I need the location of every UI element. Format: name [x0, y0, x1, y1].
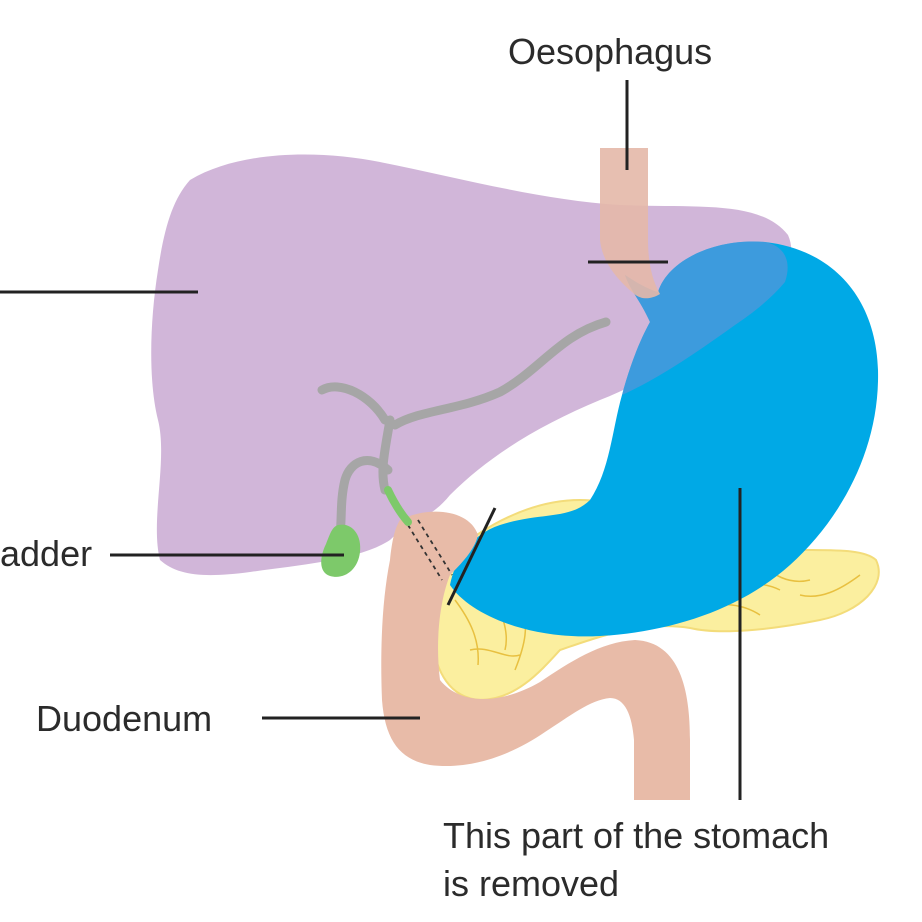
stomach	[450, 241, 879, 637]
leader-lines	[0, 80, 742, 800]
oesophagus-label: Oesophagus	[508, 31, 712, 72]
removed-label-line1: This part of the stomach	[443, 815, 829, 856]
removed-label-line2: is removed	[443, 863, 619, 904]
duodenum-label: Duodenum	[36, 698, 212, 739]
gallbladder	[321, 524, 361, 577]
stomach-liver-overlap	[622, 241, 788, 395]
bile-duct-dashed	[407, 519, 453, 581]
gallbladder-label: adder	[0, 533, 92, 574]
common-bile-duct	[384, 486, 412, 526]
bile-duct	[317, 317, 611, 540]
duodenum	[381, 511, 690, 800]
stomach-cut-line	[446, 507, 497, 606]
